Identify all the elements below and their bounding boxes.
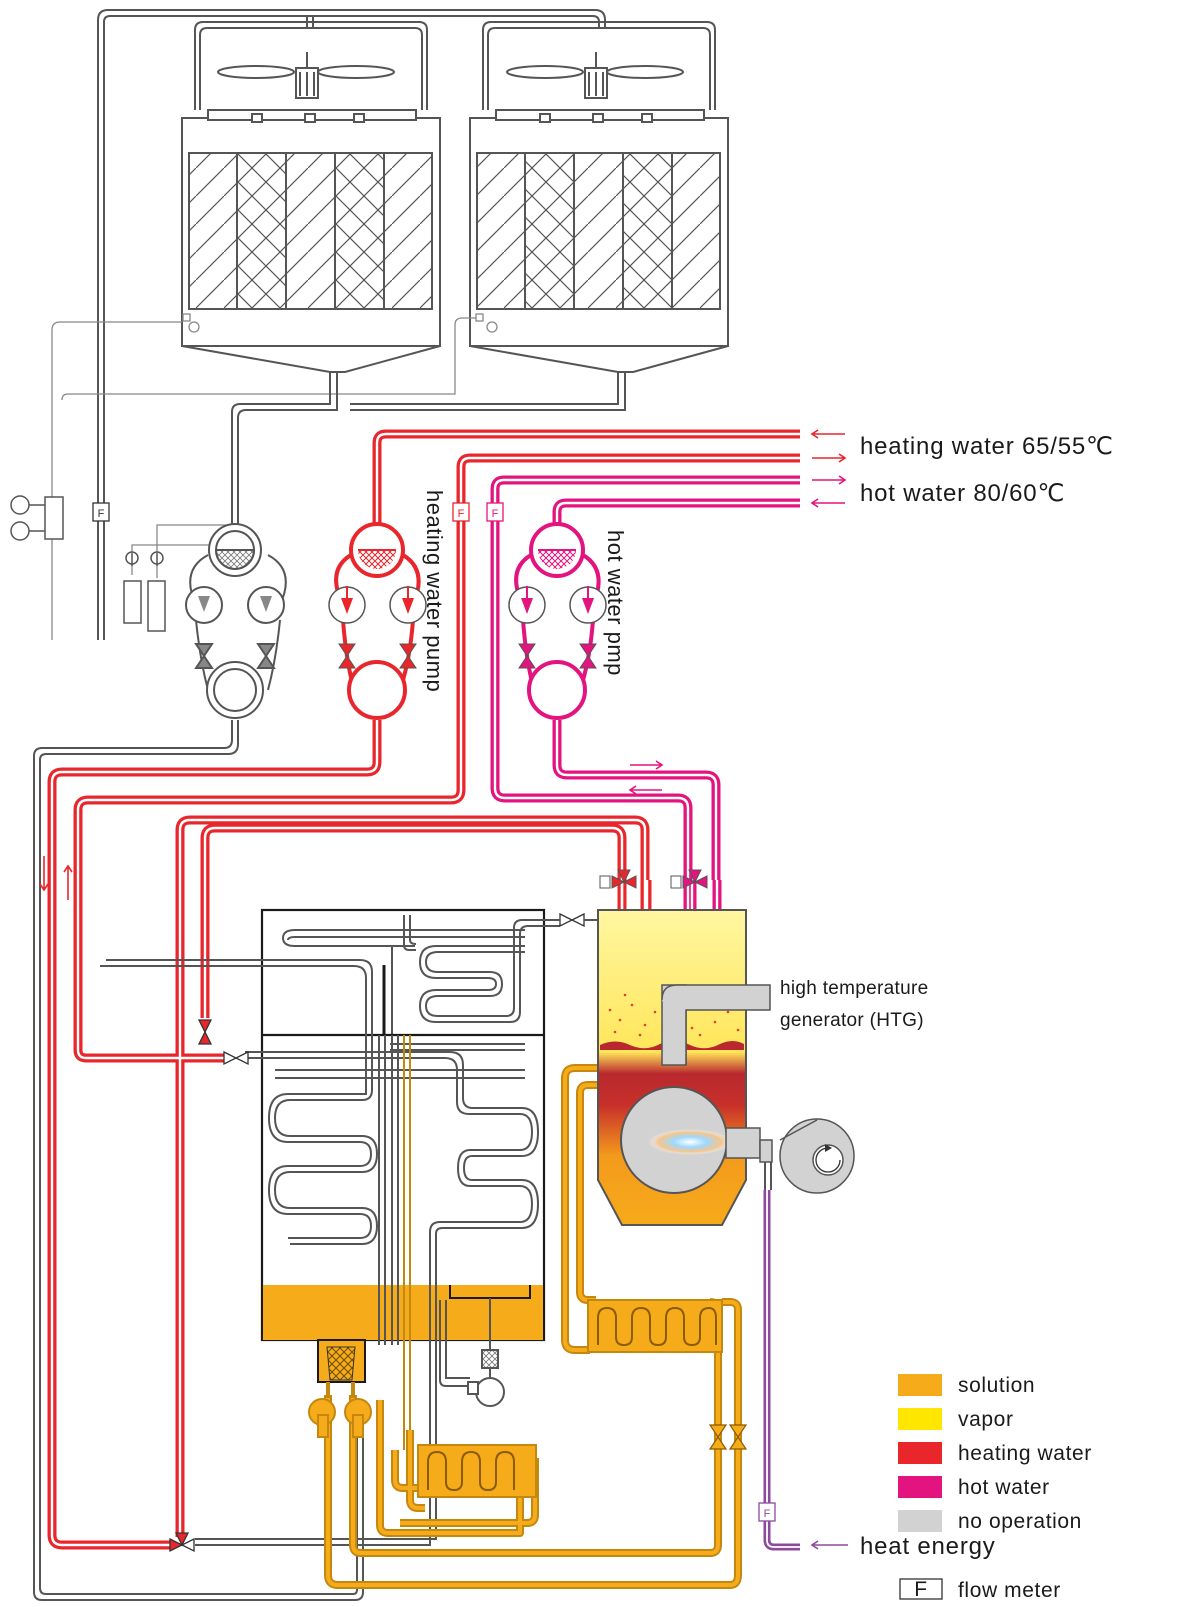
- label-htg-line2: generator (HTG): [780, 1010, 924, 1031]
- cooling-water-pump-group: [185, 523, 287, 719]
- heating-water-inner: [50, 432, 800, 1547]
- flow-arrows: [39, 429, 848, 1550]
- flow-meter-heating: F: [452, 502, 470, 522]
- legend-swatch-solution: [898, 1374, 942, 1396]
- legend-swatch-no-operation: [898, 1510, 942, 1532]
- internal-coils: [100, 915, 560, 1546]
- legend-label-vapor: vapor: [958, 1408, 1014, 1431]
- legend-label-flow-meter: flow meter: [958, 1579, 1061, 1602]
- legend-label-solution: solution: [958, 1374, 1035, 1397]
- three-way-valve-hot: [670, 869, 708, 889]
- pressure-switch: [10, 495, 64, 541]
- legend-swatch-vapor: [898, 1408, 942, 1430]
- legend-label-no-operation: no operation: [958, 1510, 1082, 1533]
- label-heat-energy: heat energy: [860, 1533, 996, 1560]
- hot-water-pump-group: [508, 522, 607, 720]
- htg-line-valves: [169, 912, 585, 1553]
- vertical-pipe-bundle: [378, 1035, 411, 1450]
- cooling-tower-right: [469, 21, 729, 373]
- legend-swatch-flow-meter: [899, 1578, 943, 1600]
- label-hot-water: hot water 80/60℃: [860, 480, 1065, 507]
- label-heating-water: heating water 65/55℃: [860, 433, 1114, 460]
- refrigerant-pump: [467, 1298, 505, 1407]
- legend-label-hot-water: hot water: [958, 1476, 1050, 1499]
- label-hot-water-pump: hot water pmp: [603, 530, 628, 676]
- legend-swatch-hot-water: [898, 1476, 942, 1498]
- svg-text:F: F: [98, 508, 105, 520]
- heating-water-pump-group: [328, 522, 427, 720]
- solution-pumps: [308, 1382, 372, 1438]
- svg-text:F: F: [492, 508, 499, 520]
- flow-meter-cooling: F: [92, 502, 110, 522]
- svg-text:F: F: [458, 508, 465, 520]
- expansion-tanks: [123, 551, 166, 632]
- flow-meter-hot: F: [486, 502, 504, 522]
- legend: solution vapor heating water hot water n…: [898, 1374, 1092, 1602]
- low-temp-heat-exchanger: [417, 1444, 537, 1498]
- legend-swatch-heating-water: [898, 1442, 942, 1464]
- legend-flow-meter-symbol: F: [914, 1578, 927, 1601]
- cooling-water-circuit: [33, 372, 626, 1601]
- three-way-valve-heating: [599, 869, 637, 889]
- solution-valves: [708, 1424, 748, 1450]
- cooling-tower-left: [181, 21, 441, 373]
- legend-label-heating-water: heating water: [958, 1442, 1092, 1465]
- label-heating-water-pump: heating water pump: [422, 490, 447, 692]
- svg-text:F: F: [764, 1508, 771, 1520]
- high-temperature-generator: [597, 909, 855, 1226]
- tower-header-pipes: [97, 9, 606, 640]
- high-temp-heat-exchanger: [587, 1299, 723, 1353]
- label-htg-line1: high temperature: [780, 978, 928, 999]
- heat-energy-line: F: [758, 1190, 800, 1551]
